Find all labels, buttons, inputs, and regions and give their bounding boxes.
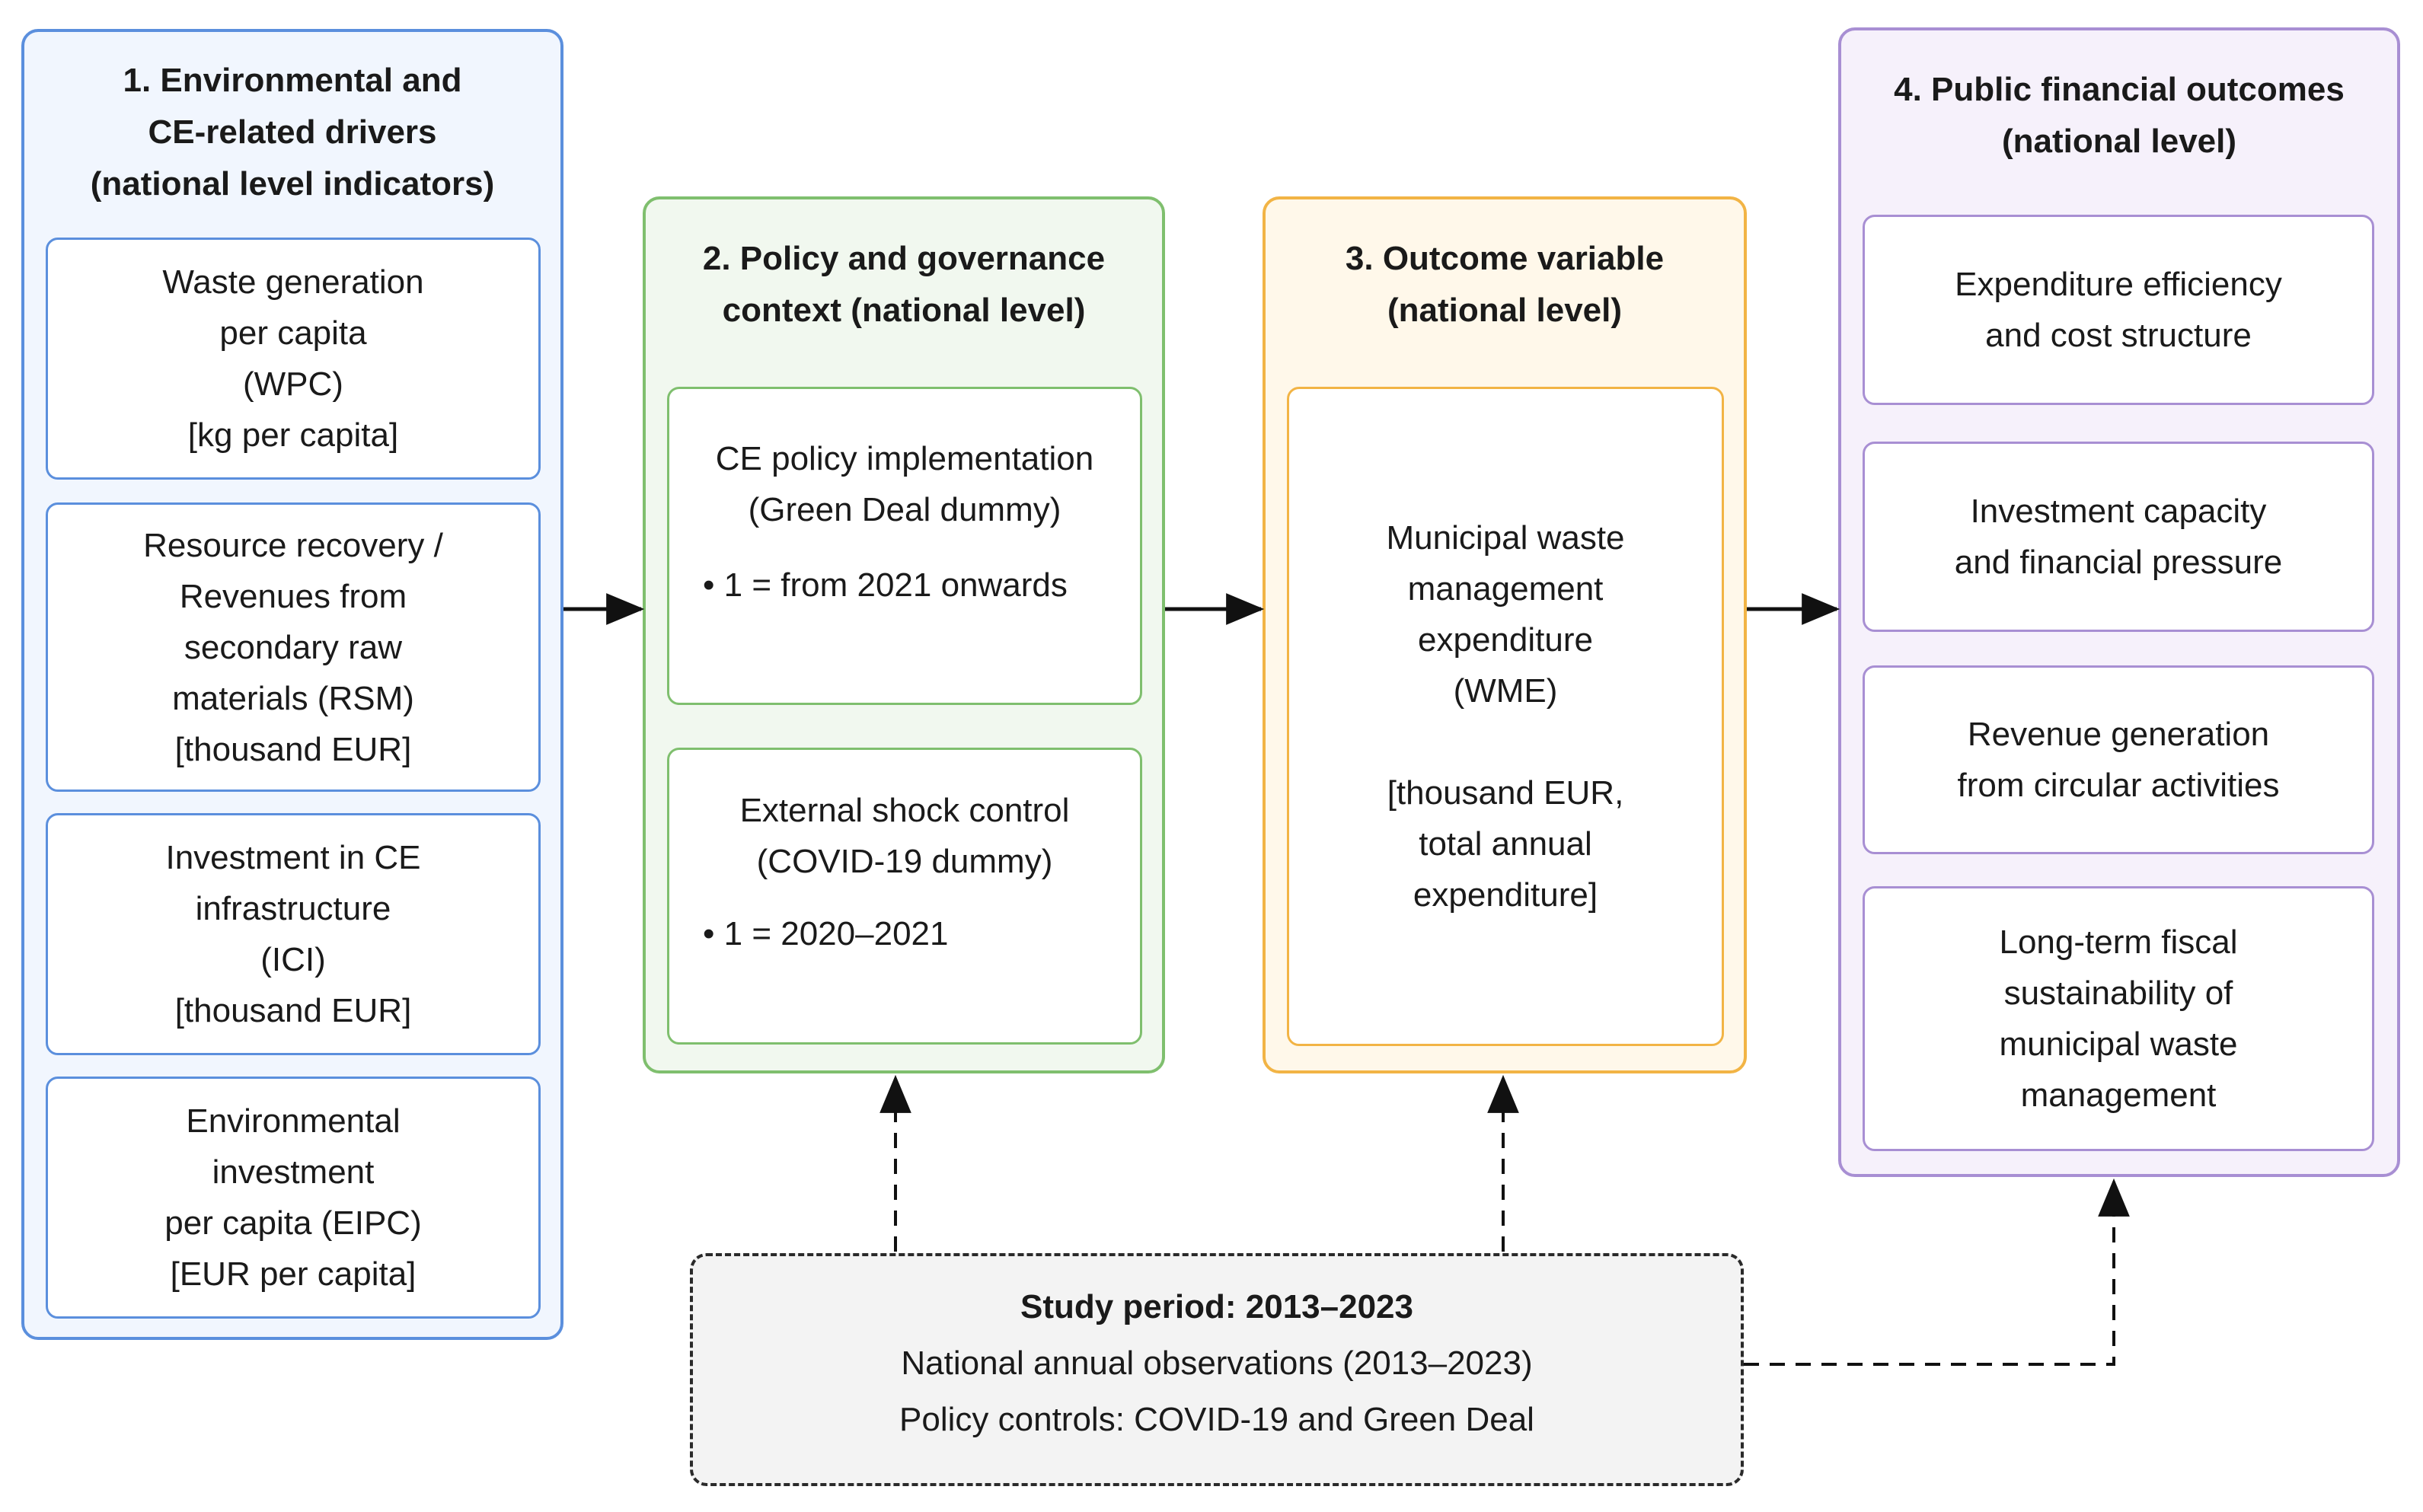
- financial-box-investment: Investment capacity and financial pressu…: [1863, 442, 2374, 632]
- driver-box-ici: Investment in CE infrastructure (ICI) [t…: [46, 813, 541, 1055]
- study-period-box: Study period: 2013–2023 National annual …: [690, 1253, 1744, 1486]
- financial-box-revenue: Revenue generation from circular activit…: [1863, 665, 2374, 854]
- financial-panel-title: 4. Public financial outcomes (national l…: [1894, 71, 2345, 160]
- policy-bullet-green-deal: • 1 = from 2021 onwards: [703, 566, 1068, 604]
- outcome-panel: 3. Outcome variable (national level) Mun…: [1263, 196, 1747, 1073]
- dashed-control-arrows: [879, 1074, 2130, 1366]
- drivers-panel-title: 1. Environmental and CE-related drivers …: [90, 62, 495, 203]
- outcome-box-wme: Municipal waste management expenditure (…: [1287, 387, 1724, 1046]
- driver-box-rsm: Resource recovery / Revenues from second…: [46, 502, 541, 792]
- policy-box-green-deal: CE policy implementation (Green Deal dum…: [667, 387, 1142, 705]
- drivers-panel: 1. Environmental and CE-related drivers …: [21, 29, 563, 1340]
- study-controls-line: Policy controls: COVID-19 and Green Deal: [899, 1401, 1534, 1438]
- policy-panel-title: 2. Policy and governance context (nation…: [702, 240, 1106, 329]
- financial-box-sustainability: Long-term fiscal sustainability of munic…: [1863, 886, 2374, 1151]
- financial-box-efficiency: Expenditure efficiency and cost structur…: [1863, 215, 2374, 405]
- outcome-panel-title: 3. Outcome variable (national level): [1345, 240, 1665, 329]
- driver-box-eipc: Environmental investment per capita (EIP…: [46, 1077, 541, 1319]
- policy-name-green-deal: CE policy implementation (Green Deal dum…: [715, 440, 1094, 528]
- financial-panel: 4. Public financial outcomes (national l…: [1838, 27, 2400, 1177]
- policy-bullet-covid: • 1 = 2020–2021: [703, 915, 949, 952]
- study-observations-line: National annual observations (2013–2023): [901, 1345, 1533, 1382]
- driver-box-wpc: Waste generation per capita (WPC) [kg pe…: [46, 238, 541, 480]
- policy-box-covid: External shock control (COVID-19 dummy) …: [667, 748, 1142, 1045]
- study-period-title: Study period: 2013–2023: [1020, 1288, 1413, 1325]
- dashed-arrow-to-financial: [1744, 1178, 2130, 1366]
- policy-panel: 2. Policy and governance context (nation…: [643, 196, 1165, 1073]
- policy-name-covid: External shock control (COVID-19 dummy): [739, 792, 1070, 880]
